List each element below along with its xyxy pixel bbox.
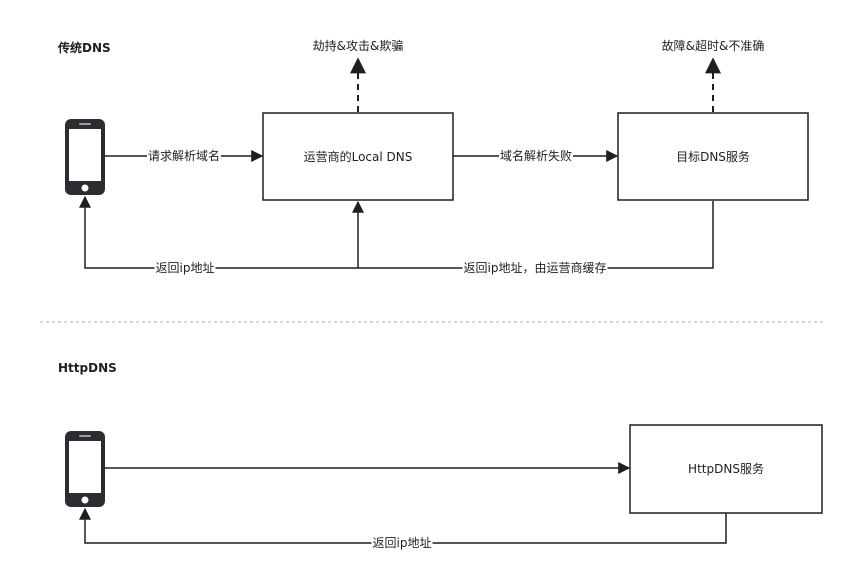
- smartphone-icon: [65, 119, 105, 195]
- section-title-httpdns: HttpDNS: [58, 361, 117, 375]
- edge-label-return-ip-2: 返回ip地址: [371, 535, 433, 551]
- edge-label-return-ip-cached: 返回ip地址，由运营商缓存: [462, 260, 608, 276]
- smartphone-icon: [65, 431, 105, 507]
- edge-return-ip-cached: [352, 200, 714, 269]
- local-dns-label: 运营商的Local DNS: [303, 150, 413, 164]
- phone-traditional: [65, 119, 105, 195]
- edge-label-resolve-fail: 域名解析失败: [498, 148, 574, 164]
- note-fault: 故障&超时&不准确: [661, 39, 765, 53]
- target-dns-label: 目标DNS服务: [676, 150, 750, 164]
- phone-httpdns: [65, 431, 105, 507]
- edge-return-ip-1: [79, 195, 358, 269]
- edge-label-request-resolve: 请求解析域名: [146, 148, 222, 164]
- httpdns-service-label: HttpDNS服务: [688, 462, 764, 476]
- section-title-traditional: 传统DNS: [58, 41, 111, 55]
- edge-label-return-ip-1: 返回ip地址: [154, 260, 216, 276]
- note-hijack: 劫持&攻击&欺骗: [312, 39, 404, 53]
